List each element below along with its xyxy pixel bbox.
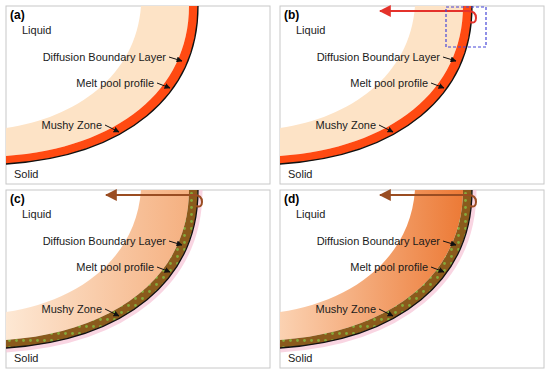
mushy-zone <box>280 190 463 340</box>
region-label: Liquid <box>22 24 51 37</box>
mushy-zone <box>280 6 463 156</box>
region-label: Solid <box>288 352 312 365</box>
layer-label: Mushy Zone <box>41 303 102 316</box>
layer-label: Melt pool profile <box>76 261 154 274</box>
panel-b <box>280 6 544 184</box>
layer-label: Diffusion Boundary Layer <box>43 235 166 248</box>
mushy-zone <box>6 6 189 156</box>
diffusion-boundary-layer <box>280 190 472 348</box>
layer-label: Mushy Zone <box>315 119 376 132</box>
region-label: Solid <box>14 168 38 181</box>
flow-arrow <box>380 195 476 202</box>
panel-letter: (d) <box>284 193 299 206</box>
glow <box>280 190 472 348</box>
diffusion-boundary-layer <box>280 6 472 164</box>
leader-arrows <box>379 57 456 132</box>
panel-letter: (b) <box>284 9 299 22</box>
layer-label: Melt pool profile <box>350 77 428 90</box>
melt-pool-profile <box>280 190 472 348</box>
diffusion-boundary-layer <box>6 190 198 348</box>
region-label: Liquid <box>296 24 325 37</box>
panel-frame <box>6 6 270 184</box>
panel-d <box>280 190 544 368</box>
leader-arrows <box>379 241 456 316</box>
diffusion-boundary-layer <box>6 6 198 164</box>
region-label: Liquid <box>22 208 51 221</box>
layer-label: Melt pool profile <box>350 261 428 274</box>
panel-c <box>6 190 270 368</box>
melt-pool-profile <box>280 6 472 164</box>
panel-frame <box>6 190 270 368</box>
panel-frame <box>280 190 544 368</box>
region-label: Liquid <box>296 208 325 221</box>
flow-arrow <box>380 11 476 18</box>
mushy-zone <box>6 190 189 340</box>
layer-label: Mushy Zone <box>315 303 376 316</box>
region-label: Solid <box>288 168 312 181</box>
flow-curl <box>196 202 202 207</box>
leader-arrows <box>105 57 182 132</box>
layer-label: Melt pool profile <box>76 77 154 90</box>
highlight-box <box>446 7 486 47</box>
layer-label: Diffusion Boundary Layer <box>43 51 166 64</box>
panel-a <box>6 6 270 184</box>
glow <box>6 190 198 348</box>
region-label: Solid <box>14 352 38 365</box>
panel-letter: (a) <box>10 9 25 22</box>
panel-frame <box>280 6 544 184</box>
leader-arrows <box>105 241 182 316</box>
panel-letter: (c) <box>10 193 25 206</box>
melt-pool-profile <box>6 190 198 348</box>
layer-label: Diffusion Boundary Layer <box>317 235 440 248</box>
flow-curl <box>470 18 476 23</box>
melt-pool-profile <box>6 6 198 164</box>
flow-arrow <box>106 195 202 202</box>
layer-label: Diffusion Boundary Layer <box>317 51 440 64</box>
flow-curl <box>470 202 476 207</box>
layer-label: Mushy Zone <box>41 119 102 132</box>
